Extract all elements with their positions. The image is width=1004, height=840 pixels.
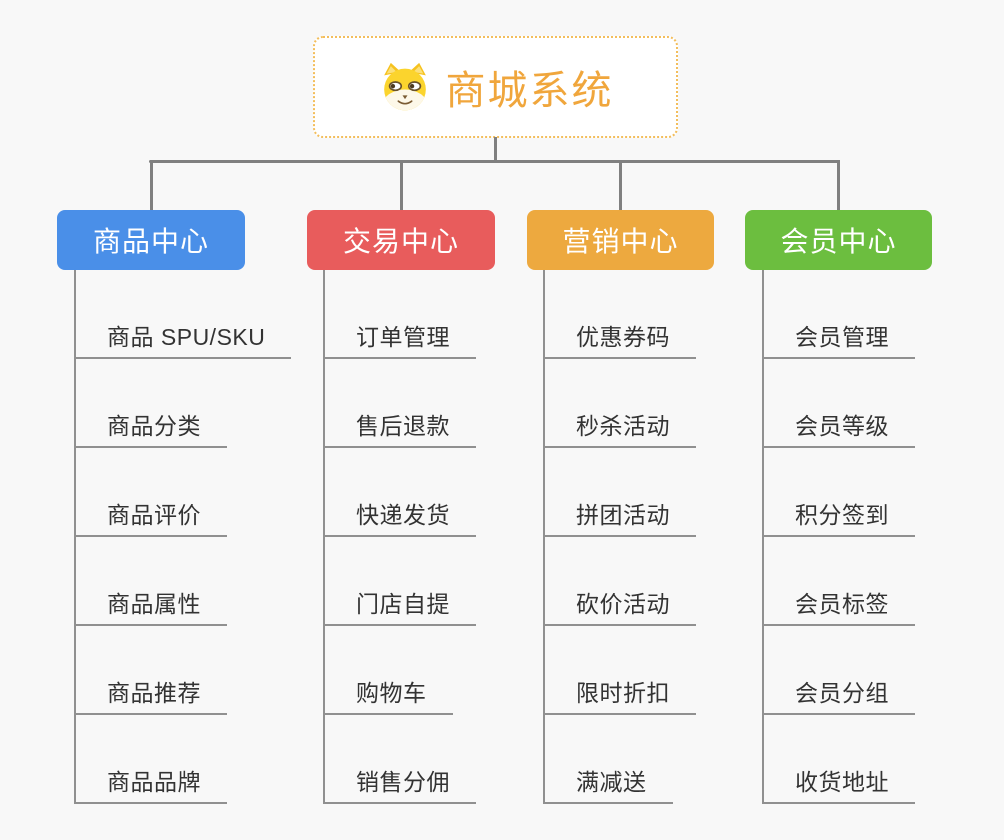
branch-label: 交易中心 (342, 226, 459, 257)
topic-item[interactable]: 会员管理 (762, 323, 915, 359)
topic-item[interactable]: 销售分佣 (323, 768, 476, 804)
connector-drop-member (837, 160, 840, 211)
branch-node-trade-center[interactable]: 交易中心 (307, 210, 495, 270)
branch-label: 商品中心 (92, 226, 209, 257)
topic-item[interactable]: 砍价活动 (543, 590, 696, 626)
branch-node-marketing-center[interactable]: 营销中心 (527, 210, 714, 270)
topic-item[interactable]: 会员等级 (762, 412, 915, 448)
connector-drop-trade (400, 160, 403, 211)
dog-face-icon (378, 62, 432, 112)
connector-drop-product (150, 160, 153, 211)
topic-item[interactable]: 商品推荐 (74, 679, 227, 715)
topic-item[interactable]: 商品评价 (74, 501, 227, 537)
topic-item[interactable]: 优惠券码 (543, 323, 696, 359)
connector-drop-marketing (619, 160, 622, 211)
connector-horizontal-rail (149, 160, 840, 163)
connector-root-stub (494, 137, 497, 162)
branch-label: 营销中心 (562, 226, 679, 257)
topic-item[interactable]: 会员标签 (762, 590, 915, 626)
topic-item[interactable]: 秒杀活动 (543, 412, 696, 448)
topic-item[interactable]: 购物车 (323, 679, 453, 715)
branch-node-member-center[interactable]: 会员中心 (745, 210, 932, 270)
topic-item[interactable]: 会员分组 (762, 679, 915, 715)
topic-item[interactable]: 积分签到 (762, 501, 915, 537)
branch-children-trade: 订单管理 售后退款 快递发货 门店自提 购物车 销售分佣 (323, 270, 476, 804)
topic-item[interactable]: 满减送 (543, 768, 673, 804)
branch-node-product-center[interactable]: 商品中心 (57, 210, 245, 270)
branch-children-marketing: 优惠券码 秒杀活动 拼团活动 砍价活动 限时折扣 满减送 (543, 270, 696, 804)
branch-children-product: 商品 SPU/SKU 商品分类 商品评价 商品属性 商品推荐 商品品牌 (74, 270, 292, 804)
branch-label: 会员中心 (780, 226, 897, 257)
topic-item[interactable]: 订单管理 (323, 323, 476, 359)
topic-item[interactable]: 拼团活动 (543, 501, 696, 537)
topic-item[interactable]: 限时折扣 (543, 679, 696, 715)
root-title: 商城系统 (445, 69, 614, 113)
topic-item[interactable]: 收货地址 (762, 768, 915, 804)
topic-item[interactable]: 商品品牌 (74, 768, 227, 804)
branch-children-member: 会员管理 会员等级 积分签到 会员标签 会员分组 收货地址 (762, 270, 915, 804)
topic-item[interactable]: 门店自提 (323, 590, 476, 626)
topic-item[interactable]: 售后退款 (323, 412, 476, 448)
topic-item[interactable]: 快递发货 (323, 501, 476, 537)
root-topic[interactable]: 商城系统 (313, 36, 678, 138)
topic-item[interactable]: 商品 SPU/SKU (74, 323, 292, 359)
topic-item[interactable]: 商品分类 (74, 412, 227, 448)
topic-item[interactable]: 商品属性 (74, 590, 227, 626)
